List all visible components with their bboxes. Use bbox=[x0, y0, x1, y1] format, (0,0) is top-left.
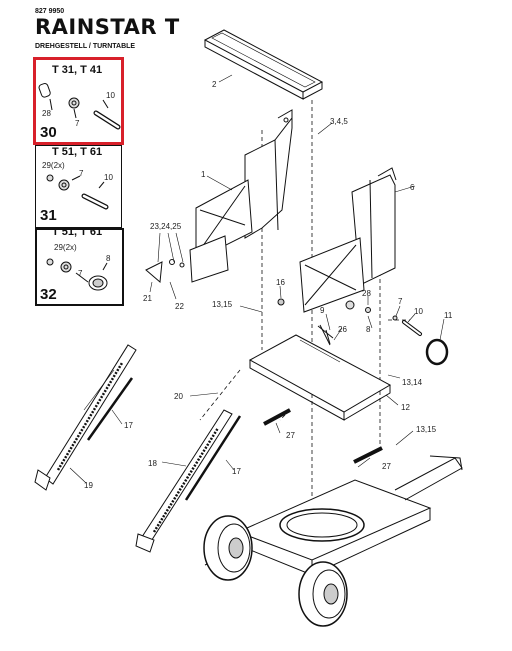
callout-1: 1 bbox=[201, 170, 206, 179]
callout-17-b: 17 bbox=[232, 467, 241, 476]
platform-part-12 bbox=[248, 324, 392, 421]
callout-6: 6 bbox=[410, 183, 415, 192]
document-number: 827 9950 bbox=[35, 8, 65, 15]
v30-label-28: 28 bbox=[42, 109, 51, 118]
skid-part-27-b bbox=[353, 446, 383, 464]
rail-part-19 bbox=[34, 344, 137, 491]
v32-label-7: 7 bbox=[78, 269, 83, 278]
callout-23-24-25: 23,24,25 bbox=[150, 222, 182, 231]
variant-box-32[interactable] bbox=[35, 228, 124, 306]
v30-label-7: 7 bbox=[75, 119, 80, 128]
v32-label-29: 29(2x) bbox=[54, 243, 77, 252]
variant-32-labels: 29(2x) 7 8 bbox=[54, 243, 111, 278]
part-callouts: 2 3,4,5 1 6 23,24,25 21 22 16 13,15 28 7… bbox=[84, 80, 453, 490]
callout-2: 2 bbox=[212, 80, 217, 89]
ring-part-11 bbox=[425, 338, 449, 366]
variant-31-number: 31 bbox=[40, 207, 57, 224]
rail-part-18 bbox=[135, 409, 233, 553]
leader-lines bbox=[69, 74, 445, 484]
upright-part-1 bbox=[189, 109, 293, 283]
variant-32-parts-drawing bbox=[46, 258, 108, 291]
callout-28: 28 bbox=[362, 289, 371, 298]
brand-title: RAINSTAR T bbox=[35, 15, 180, 39]
wheel-front-left bbox=[203, 515, 253, 581]
v30-label-10: 10 bbox=[106, 91, 115, 100]
callout-21: 21 bbox=[143, 294, 152, 303]
variant-30-labels: 28 7 10 bbox=[42, 91, 115, 128]
callout-13-15-b: 13,15 bbox=[416, 425, 437, 434]
callout-16: 16 bbox=[276, 278, 285, 287]
callout-11: 11 bbox=[444, 311, 453, 320]
variant-30-title: T 31, T 41 bbox=[52, 64, 103, 76]
rail-part-17-upper bbox=[86, 377, 134, 441]
callout-7: 7 bbox=[398, 297, 403, 306]
callout-13-15-a: 13,15 bbox=[212, 300, 233, 309]
variant-box-30[interactable] bbox=[33, 57, 124, 145]
v31-label-29: 29(2x) bbox=[42, 161, 65, 170]
callout-8: 8 bbox=[366, 325, 371, 334]
callout-27-b: 27 bbox=[382, 462, 391, 471]
variant-31-labels: 29(2x) 7 10 bbox=[42, 161, 113, 182]
variant-31-parts-drawing bbox=[46, 174, 109, 210]
callout-26: 26 bbox=[338, 325, 347, 334]
callout-22: 22 bbox=[175, 302, 184, 311]
v31-label-7: 7 bbox=[79, 169, 84, 178]
callout-10: 10 bbox=[414, 307, 423, 316]
skid-part-27-a bbox=[263, 408, 291, 426]
variant-box-31[interactable] bbox=[35, 145, 122, 228]
pivot-small-parts bbox=[277, 298, 422, 345]
v31-label-10: 10 bbox=[104, 173, 113, 182]
rail-part-17-lower bbox=[184, 415, 242, 501]
callout-12: 12 bbox=[401, 403, 410, 412]
callout-18: 18 bbox=[148, 459, 157, 468]
callout-3-4-5: 3,4,5 bbox=[330, 117, 348, 126]
v32-label-8: 8 bbox=[106, 254, 111, 263]
upright-part-6 bbox=[299, 167, 397, 313]
callout-17-a: 17 bbox=[124, 421, 133, 430]
callout-20: 20 bbox=[174, 392, 183, 401]
wheel-rear-right bbox=[298, 561, 348, 627]
variant-30-number: 30 bbox=[40, 124, 57, 141]
callout-19: 19 bbox=[84, 481, 93, 490]
top-beam-part-2 bbox=[203, 29, 324, 100]
variant-32-number: 32 bbox=[40, 286, 57, 303]
diagram-subtitle: DREHGESTELL / TURNTABLE bbox=[35, 43, 136, 50]
variant-30-parts-drawing bbox=[38, 82, 121, 130]
variant-31-title: T 51, T 61 bbox=[52, 146, 103, 158]
callout-13-14: 13,14 bbox=[402, 378, 423, 387]
variant-32-title: T 51, T 61 bbox=[52, 226, 103, 238]
callout-27-a: 27 bbox=[286, 431, 295, 440]
callout-9: 9 bbox=[320, 306, 325, 315]
bracket-part-21 bbox=[145, 259, 185, 284]
